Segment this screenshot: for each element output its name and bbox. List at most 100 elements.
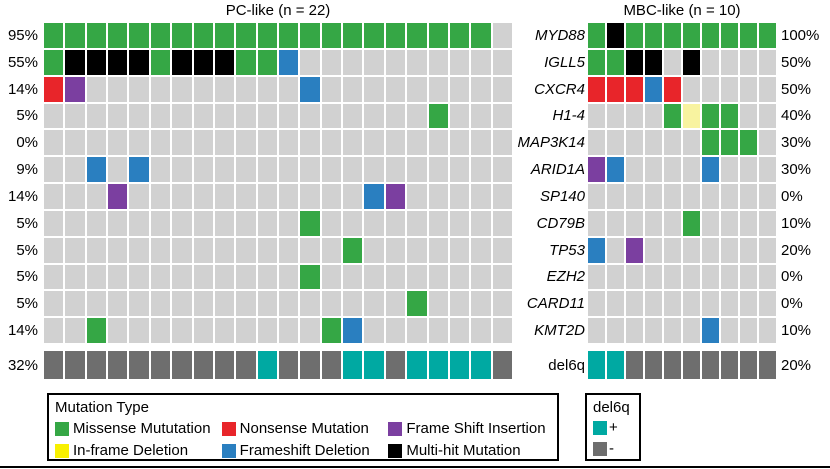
del6q-cell[interactable] [192, 350, 214, 380]
oncoprint-cell[interactable] [663, 156, 682, 183]
oncoprint-cell[interactable] [644, 102, 663, 130]
oncoprint-cell[interactable] [758, 75, 777, 103]
oncoprint-cell[interactable] [644, 290, 663, 318]
oncoprint-cell[interactable] [235, 290, 257, 318]
oncoprint-cell[interactable] [171, 236, 193, 264]
oncoprint-cell[interactable] [256, 129, 278, 157]
oncoprint-cell[interactable] [128, 102, 150, 130]
oncoprint-cell[interactable] [277, 156, 300, 183]
oncoprint-cell[interactable] [299, 317, 321, 344]
oncoprint-cell[interactable] [427, 102, 449, 130]
oncoprint-cell[interactable] [491, 183, 513, 210]
oncoprint-cell[interactable] [299, 290, 321, 318]
gene-label-cd79b[interactable]: CD79B [536, 214, 585, 232]
gene-label-tp53[interactable]: TP53 [549, 241, 585, 259]
oncoprint-cell[interactable] [739, 129, 758, 157]
oncoprint-cell[interactable] [235, 156, 257, 183]
oncoprint-cell[interactable] [384, 156, 407, 183]
oncoprint-cell[interactable] [192, 22, 214, 49]
oncoprint-cell[interactable] [213, 183, 236, 210]
oncoprint-cell[interactable] [663, 209, 682, 237]
oncoprint-cell[interactable] [491, 48, 513, 76]
oncoprint-cell[interactable] [149, 22, 172, 49]
oncoprint-cell[interactable] [43, 156, 65, 183]
oncoprint-cell[interactable] [363, 209, 385, 237]
oncoprint-cell[interactable] [363, 236, 385, 264]
oncoprint-cell[interactable] [739, 263, 758, 291]
oncoprint-cell[interactable] [64, 48, 86, 76]
oncoprint-cell[interactable] [363, 75, 385, 103]
oncoprint-cell[interactable] [192, 75, 214, 103]
oncoprint-cell[interactable] [192, 48, 214, 76]
oncoprint-cell[interactable] [363, 290, 385, 318]
oncoprint-cell[interactable] [720, 317, 739, 344]
oncoprint-cell[interactable] [342, 290, 364, 318]
oncoprint-cell[interactable] [644, 317, 663, 344]
oncoprint-cell[interactable] [43, 236, 65, 264]
oncoprint-cell[interactable] [625, 22, 644, 49]
oncoprint-cell[interactable] [256, 236, 278, 264]
oncoprint-cell[interactable] [256, 209, 278, 237]
oncoprint-cell[interactable] [701, 102, 720, 130]
oncoprint-cell[interactable] [299, 22, 321, 49]
oncoprint-cell[interactable] [192, 129, 214, 157]
oncoprint-cell[interactable] [644, 48, 663, 76]
oncoprint-cell[interactable] [149, 290, 172, 318]
oncoprint-cell[interactable] [587, 236, 606, 264]
oncoprint-cell[interactable] [606, 183, 625, 210]
oncoprint-cell[interactable] [384, 209, 407, 237]
oncoprint-cell[interactable] [64, 290, 86, 318]
oncoprint-cell[interactable] [758, 236, 777, 264]
oncoprint-cell[interactable] [720, 22, 739, 49]
oncoprint-cell[interactable] [739, 102, 758, 130]
oncoprint-cell[interactable] [406, 209, 428, 237]
oncoprint-cell[interactable] [299, 236, 321, 264]
gene-label-cxcr4[interactable]: CXCR4 [534, 80, 585, 98]
oncoprint-cell[interactable] [427, 183, 449, 210]
oncoprint-cell[interactable] [587, 209, 606, 237]
oncoprint-cell[interactable] [149, 209, 172, 237]
oncoprint-cell[interactable] [644, 22, 663, 49]
oncoprint-cell[interactable] [64, 129, 86, 157]
del6q-cell[interactable] [644, 350, 663, 380]
oncoprint-cell[interactable] [342, 48, 364, 76]
oncoprint-cell[interactable] [192, 290, 214, 318]
oncoprint-cell[interactable] [171, 209, 193, 237]
oncoprint-cell[interactable] [384, 183, 407, 210]
oncoprint-cell[interactable] [427, 209, 449, 237]
oncoprint-cell[interactable] [299, 263, 321, 291]
oncoprint-cell[interactable] [149, 102, 172, 130]
oncoprint-cell[interactable] [682, 102, 701, 130]
oncoprint-cell[interactable] [701, 75, 720, 103]
oncoprint-cell[interactable] [149, 263, 172, 291]
oncoprint-cell[interactable] [64, 236, 86, 264]
gene-label-myd88[interactable]: MYD88 [534, 26, 585, 44]
oncoprint-cell[interactable] [448, 183, 471, 210]
oncoprint-cell[interactable] [342, 22, 364, 49]
oncoprint-cell[interactable] [277, 183, 300, 210]
oncoprint-cell[interactable] [171, 75, 193, 103]
oncoprint-cell[interactable] [43, 290, 65, 318]
gene-label-arid1a[interactable]: ARID1A [530, 161, 585, 179]
oncoprint-cell[interactable] [720, 290, 739, 318]
oncoprint-cell[interactable] [491, 156, 513, 183]
del6q-cell[interactable] [739, 350, 758, 380]
oncoprint-cell[interactable] [85, 22, 108, 49]
oncoprint-cell[interactable] [363, 129, 385, 157]
oncoprint-cell[interactable] [470, 156, 492, 183]
oncoprint-cell[interactable] [43, 317, 65, 344]
oncoprint-cell[interactable] [43, 209, 65, 237]
del6q-cell[interactable] [320, 350, 343, 380]
oncoprint-cell[interactable] [491, 22, 513, 49]
oncoprint-cell[interactable] [149, 156, 172, 183]
oncoprint-cell[interactable] [663, 75, 682, 103]
oncoprint-cell[interactable] [427, 156, 449, 183]
oncoprint-cell[interactable] [448, 22, 471, 49]
oncoprint-cell[interactable] [213, 48, 236, 76]
oncoprint-cell[interactable] [235, 48, 257, 76]
oncoprint-cell[interactable] [85, 209, 108, 237]
oncoprint-cell[interactable] [491, 290, 513, 318]
oncoprint-cell[interactable] [149, 129, 172, 157]
oncoprint-cell[interactable] [235, 209, 257, 237]
oncoprint-cell[interactable] [171, 183, 193, 210]
